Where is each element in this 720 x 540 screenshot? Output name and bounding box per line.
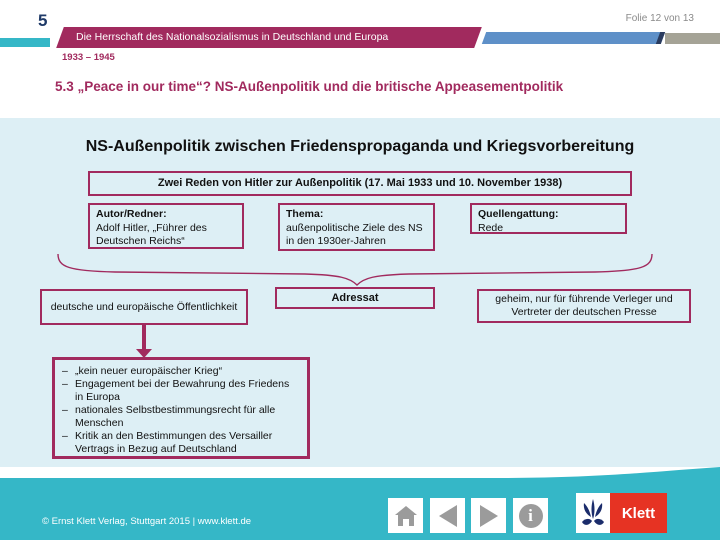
dash-marker: – (62, 365, 68, 377)
dash-marker: – (62, 378, 68, 390)
topic-text: außenpolitische Ziele des NS in den 1930… (286, 221, 423, 248)
down-arrow-shaft (142, 325, 146, 350)
author-label: Autor/Redner: (96, 208, 167, 220)
genre-text: Rede (478, 221, 504, 234)
content-heading: NS-Außenpolitik zwischen Friedenspropaga… (85, 138, 635, 155)
speech-content-box: – „kein neuer europäischer Krieg“ – Enga… (52, 357, 310, 459)
list-item: – nationales Selbstbestimmungsrecht für … (62, 404, 300, 430)
copyright-text: © Ernst Klett Verlag, Stuttgart 2015 | w… (42, 516, 252, 527)
topic-label: Thema: (286, 208, 324, 220)
info-icon: i (518, 503, 543, 528)
chapter-title-banner: Die Herrschaft des Nationalsozialismus i… (56, 27, 482, 48)
genre-label: Quellengattung: (478, 208, 559, 220)
klett-logo-wordmark: Klett (610, 493, 667, 533)
down-arrow-head (136, 349, 152, 358)
klett-logo-symbol (576, 493, 610, 533)
dash-marker: – (62, 430, 68, 442)
back-button[interactable] (430, 498, 465, 533)
dash-marker: – (62, 404, 68, 416)
list-item: – Engagement bei der Bewahrung des Fried… (62, 378, 300, 404)
list-item-text: „kein neuer europäischer Krieg“ (75, 365, 223, 377)
period-label: 1933 – 1945 (62, 52, 115, 63)
genre-box: Quellengattung: Rede (470, 203, 627, 234)
slide-title: 5.3 „Peace in our time“? NS-Außenpolitik… (55, 79, 564, 94)
chapter-title: Die Herrschaft des Nationalsozialismus i… (76, 31, 389, 43)
author-text: Adolf Hitler, „Führer des Deutschen Reic… (96, 221, 207, 248)
list-item-text: Kritik an den Bestimmungen des Versaille… (75, 430, 273, 455)
author-box: Autor/Redner: Adolf Hitler, „Führer des … (88, 203, 244, 249)
blue-accent-bar (481, 32, 666, 44)
list-item: – „kein neuer europäischer Krieg“ (62, 365, 300, 378)
forward-icon (479, 504, 498, 527)
olive-accent-bar (665, 33, 720, 44)
forward-button[interactable] (471, 498, 506, 533)
audience-secret-text: geheim, nur für führende Verleger und Ve… (495, 293, 673, 318)
topic-box: Thema: außenpolitische Ziele des NS in d… (278, 203, 435, 251)
audience-secret-box: geheim, nur für führende Verleger und Ve… (477, 289, 691, 323)
list-item-text: nationales Selbstbestimmungsrecht für al… (75, 404, 276, 429)
back-icon (438, 504, 457, 527)
chapter-number: 5 (38, 11, 48, 30)
brace-connector (57, 253, 653, 286)
slide-counter: Folie 12 von 13 (625, 13, 694, 24)
teal-accent-bar (0, 38, 50, 47)
list-item-text: Engagement bei der Bewahrung des Frieden… (75, 378, 290, 403)
home-icon (394, 505, 417, 526)
home-button[interactable] (388, 498, 423, 533)
klett-flower-icon (582, 499, 604, 525)
audience-public-box: deutsche und europäische Öffentlichkeit (40, 289, 248, 325)
info-button[interactable]: i (513, 498, 548, 533)
list-item: – Kritik an den Bestimmungen des Versail… (62, 430, 300, 456)
source-box: Zwei Reden von Hitler zur Außenpolitik (… (88, 171, 632, 196)
addressee-label-box: Adressat (275, 287, 435, 309)
audience-public-text: deutsche und europäische Öffentlichkeit (50, 300, 238, 313)
